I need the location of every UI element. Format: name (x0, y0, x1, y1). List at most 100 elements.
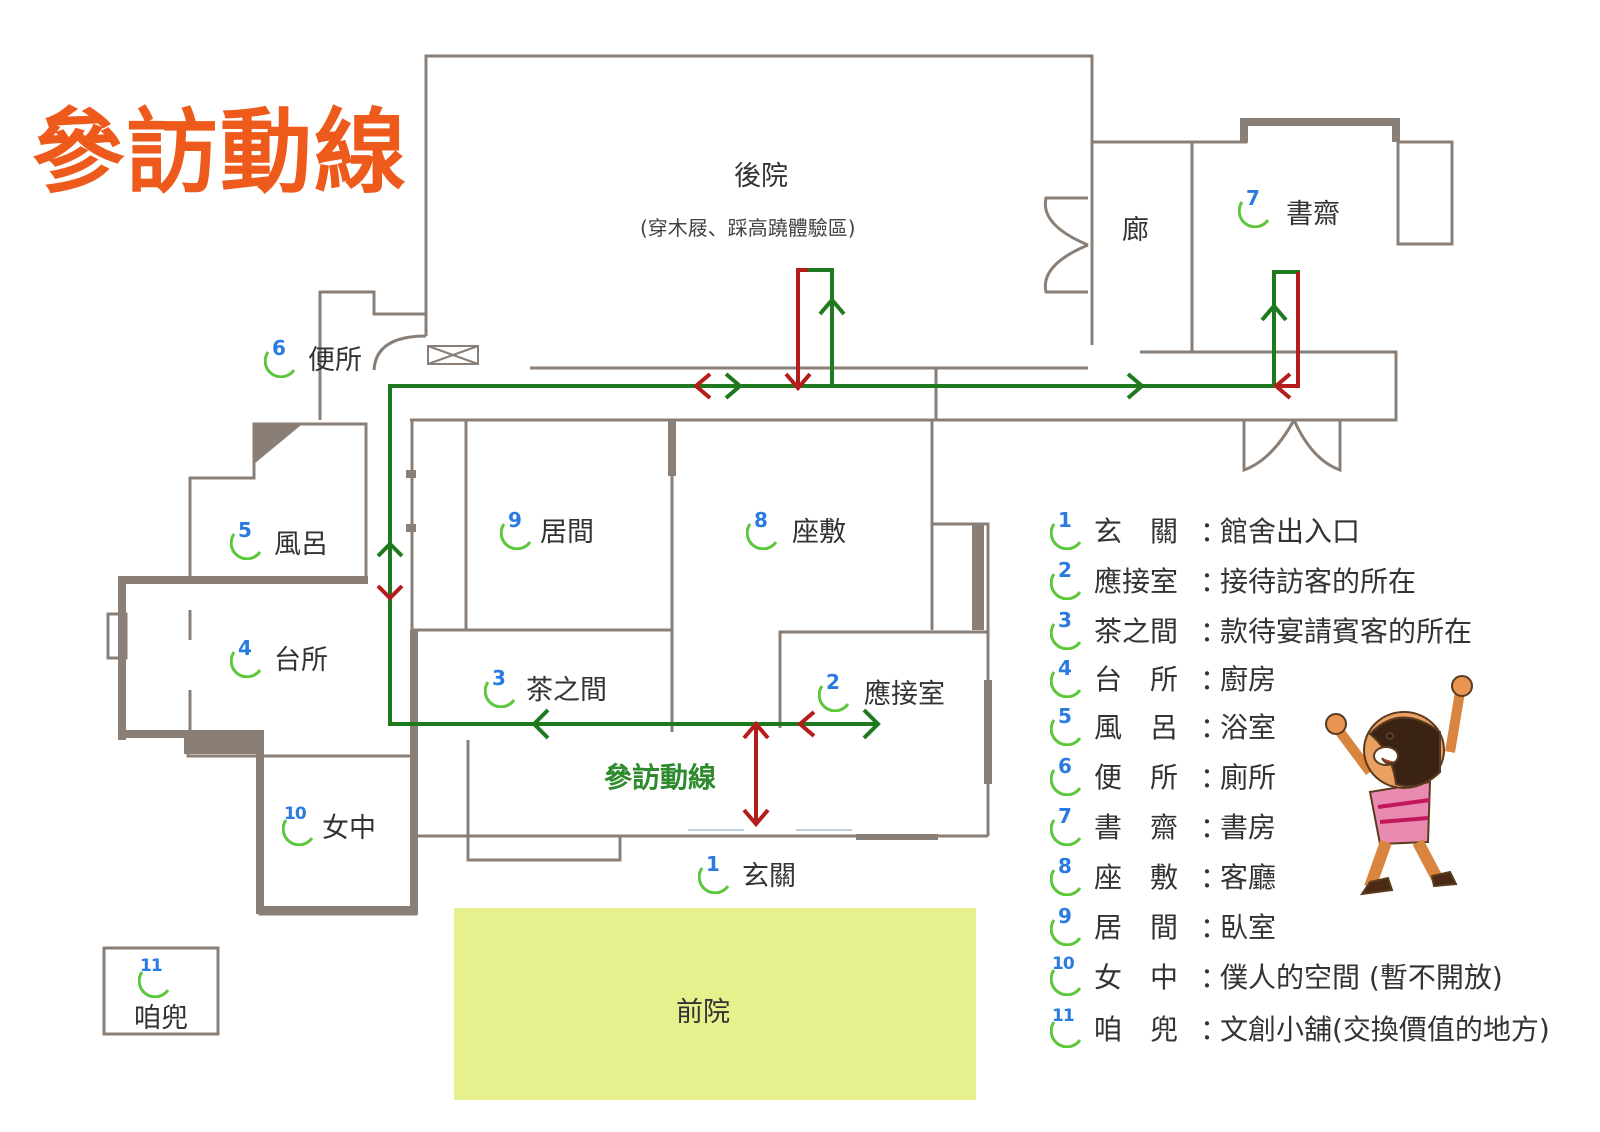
badge-bath-number: 5 (238, 518, 252, 542)
toilet-label: 便所 (308, 345, 362, 376)
legend-badge-number: 3 (1058, 608, 1072, 632)
route-forward (376, 268, 1300, 740)
badge-toilet-number: 6 (272, 336, 286, 360)
legend-badge: 8 (1050, 854, 1084, 896)
legend-badge-number: 4 (1058, 656, 1072, 680)
legend-colon: ： (1200, 761, 1229, 794)
legend-key: 玄關 (1094, 515, 1207, 548)
frontyard-label: 前院 (676, 997, 730, 1028)
badge-entrance-number: 1 (706, 852, 720, 876)
legend-item: 1 玄關 ： 館舍出入口 (1050, 508, 1600, 550)
legend-colon: ： (1200, 911, 1229, 944)
shop-label: 咱兜 (134, 1003, 188, 1034)
legend-desc: 書房 (1220, 811, 1277, 844)
badge-entrance: 1 (698, 852, 732, 894)
legend-desc: 文創小舖(交換價值的地方) (1220, 1013, 1550, 1046)
legend-key: 書齋 (1094, 811, 1207, 844)
backyard-label: 後院 (734, 161, 788, 192)
legend-item: 9 居間 ： 臥室 (1050, 904, 1600, 946)
badge-shop: 11 (138, 956, 172, 998)
route-label: 參訪動線 (604, 761, 717, 794)
bath-label: 風呂 (274, 529, 328, 560)
legend-badge: 6 (1050, 754, 1084, 796)
legend-desc: 臥室 (1220, 911, 1277, 944)
legend-item: 2 應接室 ： 接待訪客的所在 (1050, 558, 1600, 600)
legend-colon: ： (1200, 711, 1229, 744)
legend-badge: 1 (1050, 508, 1084, 550)
legend-item: 3 茶之間 ： 款待宴請賓客的所在 (1050, 608, 1600, 650)
kid-illustration (1325, 675, 1473, 896)
legend-desc: 浴室 (1220, 711, 1277, 744)
badge-study-number: 7 (1246, 186, 1260, 210)
legend-key: 應接室 (1094, 565, 1179, 598)
legend-badge: 7 (1050, 804, 1084, 846)
maid-label: 女中 (322, 813, 376, 844)
badge-study: 7 (1238, 186, 1272, 228)
legend-badge: 10 (1050, 954, 1084, 996)
legend-colon: ： (1200, 615, 1229, 648)
legend-desc: 廁所 (1220, 761, 1277, 794)
thick-walls (118, 118, 1400, 914)
legend-badge-number: 8 (1058, 854, 1072, 878)
legend-badge-number: 2 (1058, 558, 1072, 582)
legend-badge: 9 (1050, 904, 1084, 946)
legend-badge: 2 (1050, 558, 1084, 600)
kitchen-label: 台所 (274, 645, 328, 676)
legend-key: 風呂 (1094, 711, 1207, 744)
badge-reception-number: 2 (826, 670, 840, 694)
legend-colon: ： (1200, 663, 1229, 696)
legend-colon: ： (1200, 565, 1229, 598)
legend-item: 10 女中 ： 僕人的空間 (暫不開放) (1050, 954, 1600, 996)
badge-reception: 2 (818, 670, 852, 712)
route-back (376, 268, 1300, 828)
legend-key: 咱兜 (1094, 1013, 1207, 1046)
legend-badge-number: 11 (1052, 1006, 1075, 1026)
badge-tea: 3 (484, 666, 518, 708)
front-yard-area (454, 908, 976, 1100)
badge-shop-number: 11 (140, 956, 163, 976)
legend-desc: 款待宴請賓客的所在 (1220, 615, 1473, 648)
legend-key: 居間 (1094, 911, 1207, 944)
study-label: 書齋 (1286, 199, 1340, 230)
corridor-label: 廊 (1122, 215, 1149, 246)
badge-tatami: 8 (746, 508, 780, 550)
legend-item: 4 台所 ： 廚房 (1050, 656, 1600, 698)
badge-bath: 5 (230, 518, 264, 560)
legend-desc: 僕人的空間 (暫不開放) (1220, 961, 1503, 994)
legend-desc: 接待訪客的所在 (1220, 565, 1417, 598)
legend-item: 5 風呂 ： 浴室 (1050, 704, 1600, 746)
badge-toilet: 6 (264, 336, 298, 378)
badge-tatami-number: 8 (754, 508, 768, 532)
shop-box (102, 946, 220, 1036)
legend-key: 便所 (1094, 761, 1207, 794)
legend-item: 6 便所 ： 廁所 (1050, 754, 1600, 796)
legend-badge-number: 9 (1058, 904, 1072, 928)
legend-desc: 館舍出入口 (1220, 515, 1361, 548)
legend-key: 座敷 (1094, 861, 1207, 894)
badge-tea-number: 3 (492, 666, 506, 690)
legend-badge: 3 (1050, 608, 1084, 650)
reception-label: 應接室 (864, 679, 945, 710)
legend-colon: ： (1200, 961, 1229, 994)
legend-badge: 4 (1050, 656, 1084, 698)
legend-badge: 11 (1050, 1006, 1084, 1048)
legend-item: 7 書齋 ： 書房 (1050, 804, 1600, 846)
legend-item: 11 咱兜 ： 文創小舖(交換價值的地方) (1050, 1006, 1600, 1048)
legend-badge-number: 6 (1058, 754, 1072, 778)
badge-living: 9 (500, 508, 534, 550)
badge-kitchen-number: 4 (238, 636, 252, 660)
legend-badge: 5 (1050, 704, 1084, 746)
legend-badge-number: 1 (1058, 508, 1072, 532)
legend-colon: ： (1200, 861, 1229, 894)
legend-key: 女中 (1094, 961, 1207, 994)
badge-maid: 10 (282, 804, 316, 846)
legend-badge-number: 7 (1058, 804, 1072, 828)
legend-desc: 客廳 (1220, 861, 1277, 894)
legend-badge-number: 5 (1058, 704, 1072, 728)
badge-living-number: 9 (508, 508, 522, 532)
page-title: 參訪動線 (32, 99, 409, 206)
legend-key: 茶之間 (1094, 615, 1179, 648)
legend-desc: 廚房 (1220, 663, 1277, 696)
entrance-label: 玄關 (742, 861, 796, 892)
